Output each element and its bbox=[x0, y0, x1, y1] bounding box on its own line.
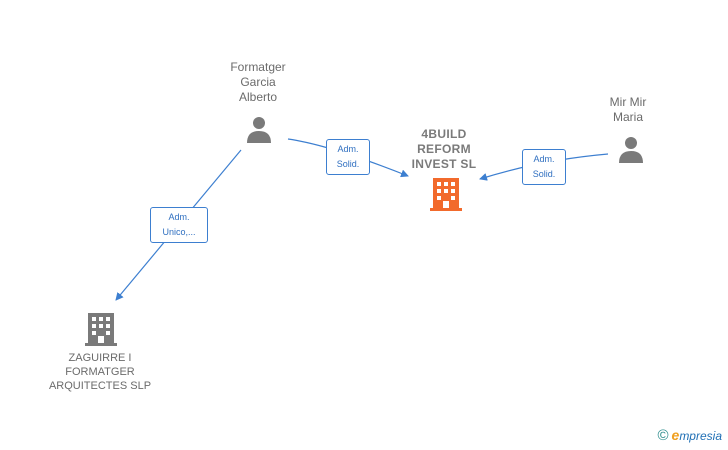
person-formatger-label[interactable]: Formatger Garcia Alberto bbox=[230, 60, 286, 104]
person-icon[interactable] bbox=[617, 135, 645, 168]
copyright-symbol: © bbox=[657, 427, 669, 444]
person-icon[interactable] bbox=[245, 115, 273, 148]
company-zaguirre-label[interactable]: ZAGUIRRE I FORMATGER ARQUITECTES SLP bbox=[48, 352, 152, 392]
edge-role-tag[interactable]: Adm. Solid. bbox=[326, 139, 370, 175]
person-mir-label[interactable]: Mir Mir Maria bbox=[609, 95, 647, 124]
building-icon[interactable] bbox=[430, 176, 462, 217]
brand-name: mpresia bbox=[679, 429, 722, 443]
edge-role-tag[interactable]: Adm. Unico,... bbox=[150, 207, 208, 243]
brand-logo[interactable]: ©empresia bbox=[657, 427, 722, 444]
company-4build-label[interactable]: 4BUILD REFORM INVEST SL bbox=[411, 127, 477, 171]
brand-initial: e bbox=[671, 427, 680, 443]
edge-role-tag[interactable]: Adm. Solid. bbox=[522, 149, 566, 185]
building-icon[interactable] bbox=[85, 311, 117, 352]
